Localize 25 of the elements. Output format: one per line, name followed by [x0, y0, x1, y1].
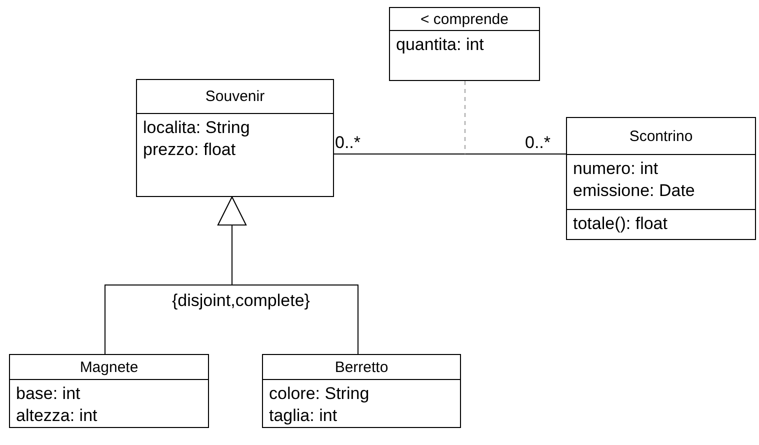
class-box [9, 354, 209, 428]
attribute-text: base: int [16, 383, 82, 405]
attribute-text: quantita: int [396, 34, 485, 56]
multiplicity-label: 0..* [335, 133, 361, 153]
generalization-arrow [218, 196, 358, 354]
class-box [566, 117, 756, 240]
class-box [262, 354, 461, 428]
multiplicity-label: 0..* [525, 133, 551, 153]
class-box [389, 7, 540, 81]
attribute-text: prezzo: float [143, 139, 237, 161]
operation-text: totale(): float [573, 213, 668, 235]
class-box [136, 79, 334, 197]
constraint-label: {disjoint,complete} [172, 291, 310, 311]
attribute-text: emissione: Date [573, 180, 696, 202]
class-name: Berretto [334, 358, 388, 376]
attribute-text: colore: String [269, 383, 370, 405]
class-name: Scontrino [629, 128, 693, 144]
association-class-link [464, 80, 466, 154]
class-name: Magnete [80, 358, 138, 376]
class-name: < comprende [420, 10, 508, 28]
class-name: Souvenir [205, 88, 265, 105]
attribute-text: taglia: int [269, 405, 338, 427]
attribute-text: numero: int [573, 158, 660, 180]
attribute-text: altezza: int [16, 405, 98, 427]
attribute-text: localita: String [143, 117, 251, 139]
